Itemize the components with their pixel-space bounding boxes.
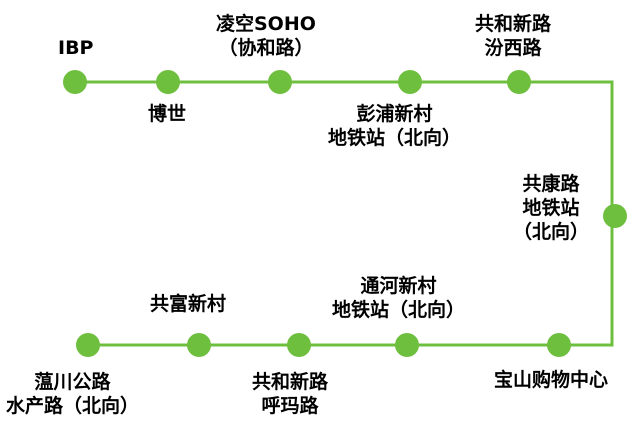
station-dot-baoshan[interactable] <box>547 333 571 357</box>
station-label-lingkong: 凌空SOHO （协和路） <box>216 12 316 60</box>
station-label-line: 蕰川公路 <box>34 371 111 393</box>
station-dot-ibp[interactable] <box>63 70 87 94</box>
station-dot-boshi[interactable] <box>156 70 180 94</box>
station-label-line: 凌空SOHO <box>216 13 316 35</box>
station-label-ibp: IBP <box>58 36 93 60</box>
station-label-gongfu: 共富新村 <box>150 292 226 316</box>
station-label-line: 汾西路 <box>484 37 542 59</box>
station-dot-lingkong[interactable] <box>268 70 292 94</box>
station-label-line: 共和新路 <box>252 371 329 393</box>
station-label-line: （北向） <box>513 221 590 243</box>
station-label-tonghe: 通河新村 地铁站（北向） <box>332 274 465 322</box>
station-dot-gonghe-fenxi[interactable] <box>507 70 531 94</box>
station-dot-gongfu[interactable] <box>187 333 211 357</box>
station-label-pengpu: 彭浦新村 地铁站（北向） <box>328 102 461 150</box>
station-label-gongkang: 共康路 地铁站 （北向） <box>513 172 589 244</box>
station-label-line: IBP <box>58 37 94 59</box>
station-label-line: 共富新村 <box>150 293 227 315</box>
station-label-line: 共和新路 <box>475 13 552 35</box>
station-label-gonghe-fenxi: 共和新路 汾西路 <box>475 12 551 60</box>
station-label-baoshan: 宝山购物中心 <box>494 368 608 392</box>
station-dot-tonghe[interactable] <box>395 333 419 357</box>
station-label-line: 地铁站（北向） <box>332 299 466 321</box>
station-label-line: 彭浦新村 <box>356 103 433 125</box>
station-label-wenchuan: 蕰川公路 水产路（北向） <box>6 370 139 418</box>
station-label-boshi: 博世 <box>148 102 186 126</box>
station-label-line: （协和路） <box>218 37 314 59</box>
station-label-line: 水产路（北向） <box>6 395 140 417</box>
station-label-gonghe-huma: 共和新路 呼玛路 <box>252 370 328 418</box>
station-dot-gonghe-huma[interactable] <box>287 333 311 357</box>
station-dot-gongkang[interactable] <box>603 204 627 228</box>
station-label-line: 地铁站（北向） <box>328 127 462 149</box>
station-label-line: 宝山购物中心 <box>494 369 609 391</box>
station-label-line: 博世 <box>148 103 187 125</box>
station-label-line: 通河新村 <box>360 275 437 297</box>
station-dot-wenchuan[interactable] <box>76 333 100 357</box>
station-label-line: 地铁站 <box>522 197 580 219</box>
station-label-line: 共康路 <box>522 173 580 195</box>
station-dot-pengpu[interactable] <box>398 70 422 94</box>
station-label-line: 呼玛路 <box>261 395 319 417</box>
